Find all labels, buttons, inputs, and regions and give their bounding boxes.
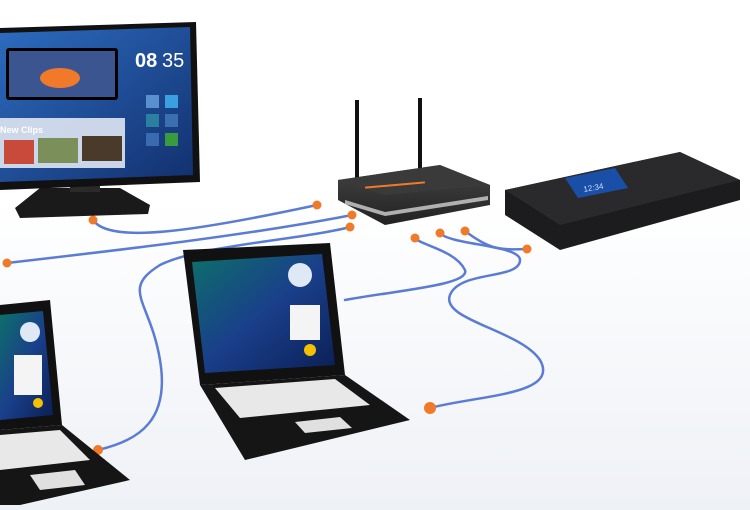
laptop-clock-widget [288, 263, 312, 287]
hub-time: 12:34 [583, 182, 605, 194]
connector-dot [312, 200, 322, 210]
cable-left-router [5, 213, 354, 265]
clips-heading: New Clips [0, 125, 43, 135]
app-icon [165, 114, 178, 127]
app-icons [146, 95, 178, 146]
connectors [2, 200, 532, 455]
app-icon [165, 95, 178, 108]
connector-dot [460, 226, 470, 236]
laptop-left [0, 300, 130, 505]
app-icon [146, 114, 159, 127]
cable-router-hub [463, 229, 529, 251]
laptop-keyboard [215, 379, 370, 418]
laptop-touchpad [30, 470, 85, 490]
connector-dot [345, 222, 355, 232]
app-icon [146, 133, 159, 146]
connector-dot [424, 402, 436, 414]
television: New Clips 08 35 [0, 22, 200, 218]
antenna [355, 100, 359, 185]
laptop-center [183, 243, 410, 460]
clock-hours: 08 [135, 50, 157, 72]
tv-stand [15, 188, 150, 218]
laptop-keyboard [0, 430, 90, 470]
app-icon [165, 133, 178, 146]
connector-dot [410, 233, 420, 243]
cable-tv-router [91, 203, 319, 235]
laptop-touchpad [295, 417, 352, 433]
connector-dot [2, 258, 12, 268]
cable-laptop-router [343, 236, 467, 302]
cable-laptop-center-router [428, 231, 545, 410]
cable-laptop-left-router [96, 225, 352, 452]
app-icon [146, 95, 159, 108]
cables [5, 203, 545, 452]
floor [0, 200, 750, 510]
router-led-strip [365, 181, 425, 189]
hub-display [565, 168, 628, 198]
connector-dot [522, 244, 532, 254]
laptop-notes-widget [290, 305, 320, 340]
connector-dot [88, 215, 98, 225]
router [338, 98, 490, 225]
connector-dot [435, 228, 445, 238]
media-hub: 12:34 [505, 152, 740, 250]
clock-minutes: 35 [162, 50, 184, 72]
connector-dot [347, 210, 357, 220]
antenna [418, 98, 422, 180]
